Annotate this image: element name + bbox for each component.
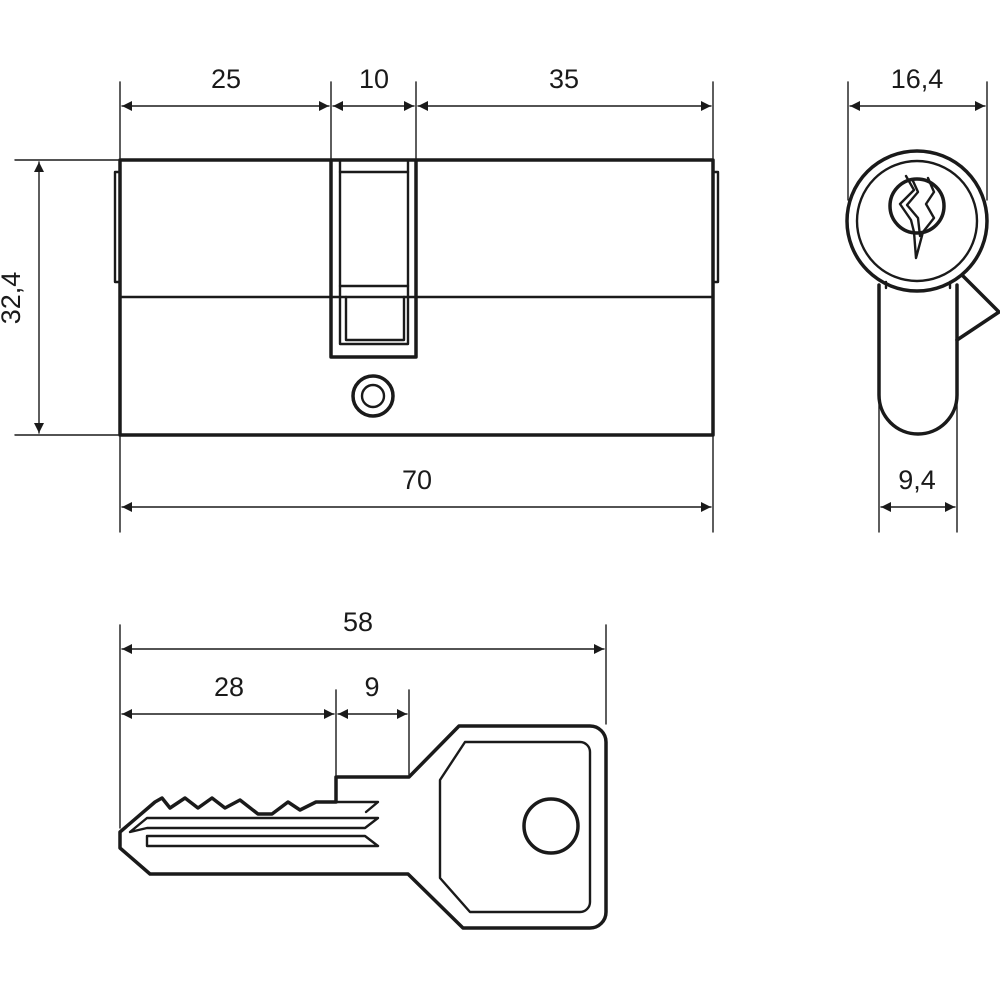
dim-label-height: 32,4 bbox=[0, 272, 26, 325]
cam-slot bbox=[329, 158, 418, 359]
profile-inner-circle bbox=[855, 159, 979, 283]
dim-label-left: 25 bbox=[211, 64, 241, 94]
dim-label-total: 70 bbox=[402, 465, 432, 495]
cylinder-side-view bbox=[113, 158, 720, 437]
dim-label-cam: 10 bbox=[359, 64, 389, 94]
cam-tip bbox=[955, 273, 1000, 342]
key-bow-inner bbox=[438, 740, 592, 914]
fixing-screw-hole-inner bbox=[360, 383, 386, 409]
profile-outer-circle bbox=[845, 149, 989, 293]
key-plug bbox=[888, 177, 946, 235]
key-blade-groove bbox=[128, 816, 380, 848]
fixing-screw-hole bbox=[351, 374, 395, 418]
key-dimensions: 58 28 9 bbox=[119, 607, 607, 829]
key-outline bbox=[118, 724, 608, 930]
right-end-cap bbox=[711, 170, 720, 284]
profile-stem bbox=[877, 283, 959, 436]
cam-lever bbox=[338, 170, 410, 342]
dim-label-right: 35 bbox=[549, 64, 579, 94]
dim-label-end-width: 16,4 bbox=[891, 64, 944, 94]
cylinder-dimensions: 25 10 35 70 32,4 bbox=[0, 64, 714, 533]
key-drawing bbox=[118, 724, 608, 930]
left-end-cap bbox=[113, 170, 122, 284]
keyway bbox=[898, 174, 936, 260]
dim-label-key-shoulder: 9 bbox=[364, 672, 379, 702]
dim-label-key-blade: 28 bbox=[214, 672, 244, 702]
dim-label-key-total: 58 bbox=[343, 607, 373, 637]
cylinder-end-view bbox=[845, 149, 1000, 436]
end-view-dimensions: 16,4 9,4 bbox=[847, 64, 988, 533]
dim-label-end-bottom: 9,4 bbox=[898, 465, 936, 495]
key-hole bbox=[522, 797, 580, 855]
cam-inner bbox=[338, 158, 410, 346]
